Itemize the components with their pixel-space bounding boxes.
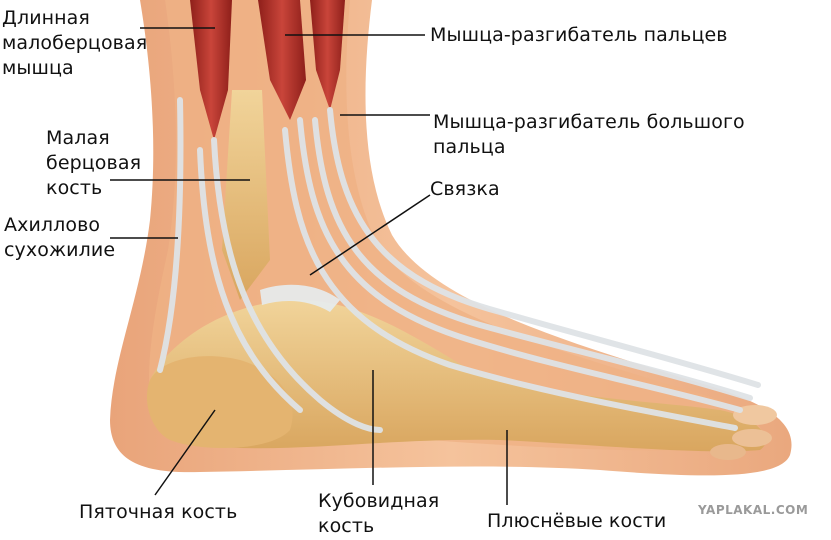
label-achilles: Ахиллово сухожилие xyxy=(4,214,116,261)
label-cuboid: Кубовидная кость xyxy=(318,490,440,537)
tarsal-bones xyxy=(150,300,766,452)
ligament xyxy=(260,284,340,312)
extensor-digitorum-muscle xyxy=(258,0,306,120)
label-ligament: Связка xyxy=(430,178,500,200)
label-extensor-hallucis: Мышца-разгибатель большого пальца xyxy=(433,111,745,158)
leader-lines xyxy=(110,27,508,505)
label-fibula: Малая берцовая кость xyxy=(46,127,142,199)
label-metatarsals: Плюснёвые кости xyxy=(487,510,667,532)
toe-2 xyxy=(732,429,772,447)
label-peroneus-longus: Длинная малоберцовая мышца xyxy=(2,7,148,79)
calcaneus-bone xyxy=(146,356,293,449)
peroneus-longus-muscle xyxy=(190,0,232,140)
label-extensor-digitorum: Мышца-разгибатель пальцев xyxy=(430,24,728,46)
toe-3 xyxy=(710,444,746,460)
label-calcaneus: Пяточная кость xyxy=(79,501,238,523)
watermark: YAPLAKAL.COM xyxy=(698,503,809,517)
tendons xyxy=(157,97,761,433)
fibula-bone xyxy=(222,90,270,300)
extensor-hallucis-muscle xyxy=(310,0,345,110)
toe-1 xyxy=(733,405,777,425)
